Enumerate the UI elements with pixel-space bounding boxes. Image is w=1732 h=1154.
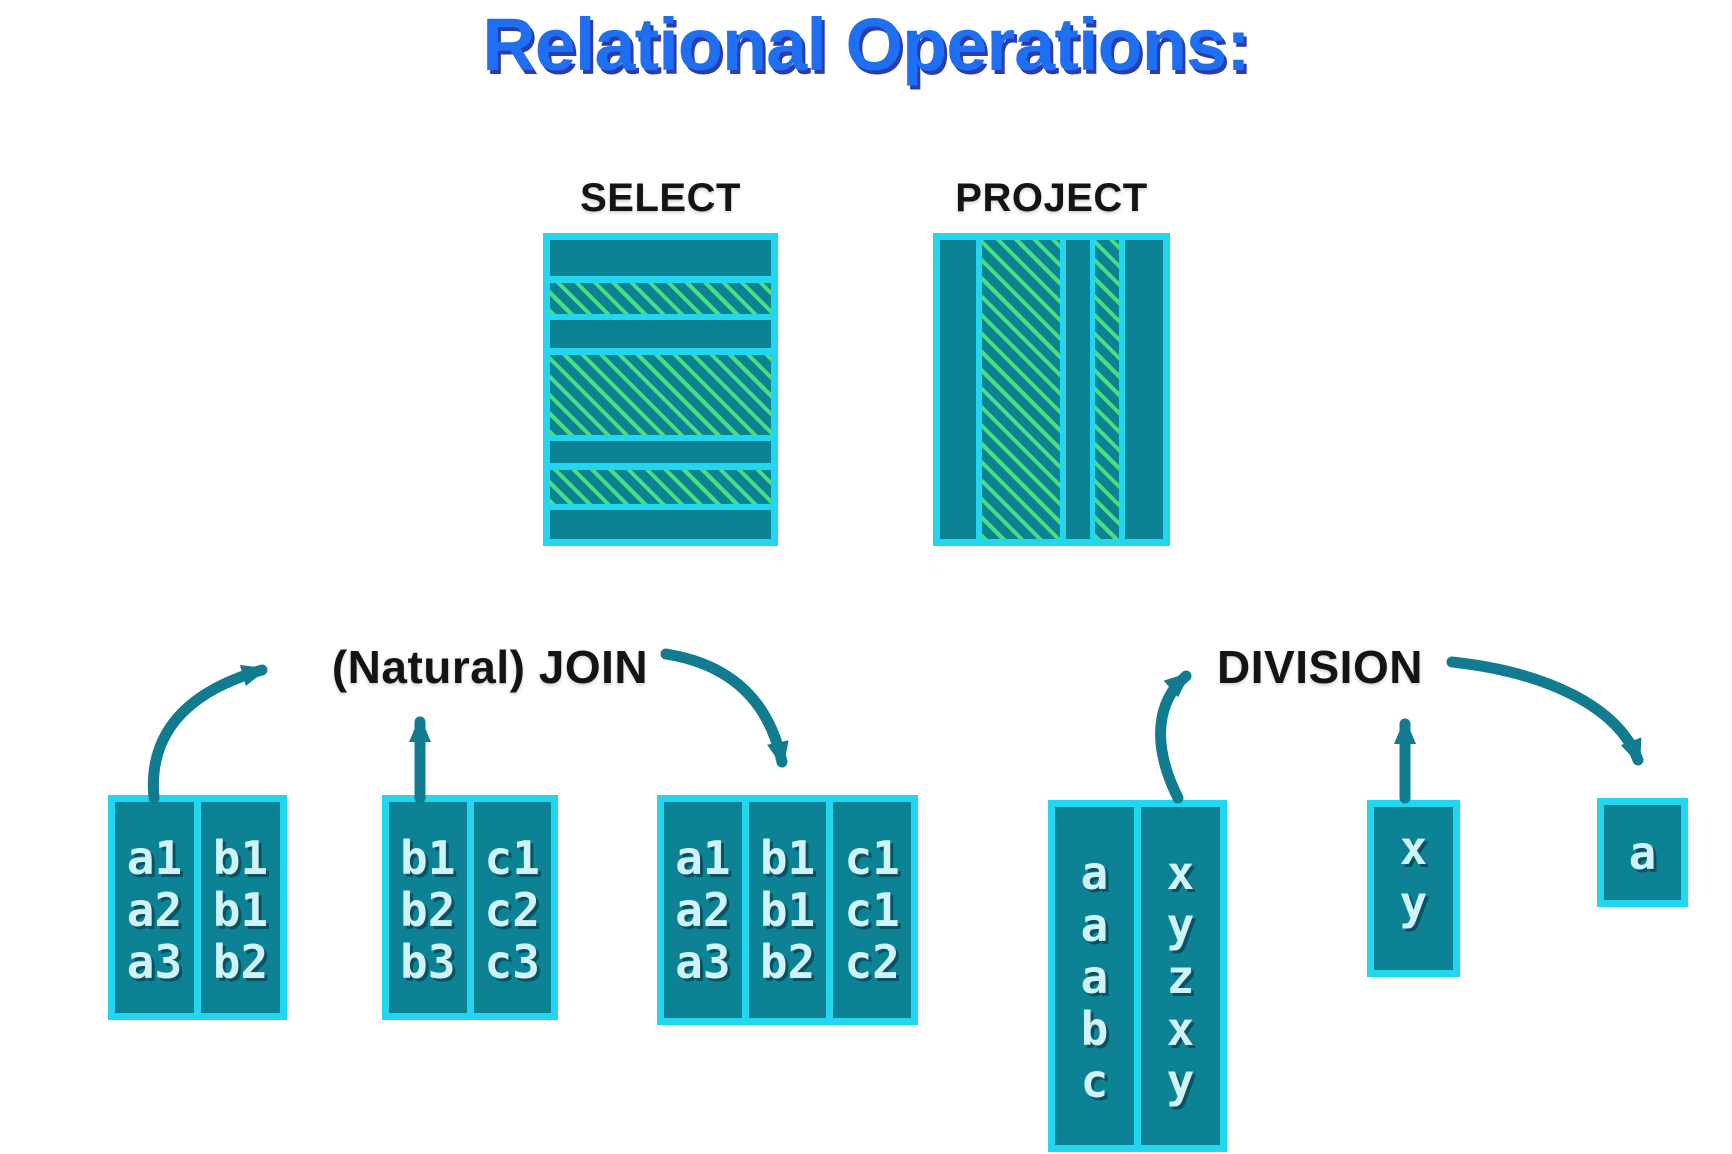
table-cell: c2 xyxy=(844,935,900,989)
table-cell: c xyxy=(1080,1054,1109,1108)
table-cell: b2 xyxy=(212,935,269,989)
table-column: a xyxy=(1604,805,1681,900)
table-cell: a2 xyxy=(126,883,183,937)
table-cell: x xyxy=(1166,1002,1195,1056)
table-cell: b1 xyxy=(759,831,816,885)
page-title: Relational Operations: xyxy=(482,3,1250,86)
table-cell: a xyxy=(1628,825,1657,880)
solid-band xyxy=(550,510,771,539)
table-cell: b1 xyxy=(400,831,456,885)
table-cell: y xyxy=(1166,1054,1195,1108)
hatched-band xyxy=(550,282,771,314)
select-label: SELECT xyxy=(580,176,741,220)
table-cell: y xyxy=(1399,876,1428,930)
table-cell: b1 xyxy=(759,883,816,937)
hatched-band xyxy=(981,240,1060,539)
table-cell: a1 xyxy=(675,831,731,885)
project-label: PROJECT xyxy=(955,176,1148,220)
table-cell: a2 xyxy=(675,883,731,937)
join-label: (Natural) JOIN xyxy=(331,641,649,693)
division-result-table: a xyxy=(1597,798,1688,907)
project-box xyxy=(933,233,1170,546)
table-cell: c1 xyxy=(484,831,540,885)
table-cell: c1 xyxy=(844,883,900,937)
table-cell: c2 xyxy=(484,883,540,937)
solid-band xyxy=(550,441,771,463)
solid-band xyxy=(1125,240,1163,539)
select-box xyxy=(543,233,778,546)
solid-band xyxy=(1065,240,1090,539)
table-cell: b xyxy=(1080,1002,1109,1056)
table-cell: a3 xyxy=(675,935,731,989)
solid-band xyxy=(550,320,771,348)
hatched-band xyxy=(550,354,771,435)
table-cell: a xyxy=(1080,898,1109,952)
table-cell: b2 xyxy=(400,883,456,937)
solid-band xyxy=(550,240,771,276)
table-cell: a3 xyxy=(126,935,183,989)
table-cell: a xyxy=(1080,846,1109,900)
table-cell: y xyxy=(1166,898,1195,952)
table-cell: a xyxy=(1080,950,1109,1004)
table-cell: a1 xyxy=(126,831,183,885)
hatched-band xyxy=(550,469,771,504)
table-cell: b1 xyxy=(212,883,269,937)
solid-band xyxy=(940,240,976,539)
table-cell: z xyxy=(1166,950,1195,1004)
division-label: DIVISION xyxy=(1217,641,1423,693)
table-cell: c3 xyxy=(484,935,540,989)
table-cell: c1 xyxy=(844,831,900,885)
join-source1-arrow xyxy=(147,664,268,804)
table-cell: x xyxy=(1399,821,1428,875)
division-source1-arrow xyxy=(1155,670,1192,804)
table-cell: x xyxy=(1166,846,1195,900)
hatched-band xyxy=(1095,240,1120,539)
table-cell: b2 xyxy=(759,935,816,989)
table-cell: b1 xyxy=(212,831,269,885)
table-cell: b3 xyxy=(400,935,456,989)
